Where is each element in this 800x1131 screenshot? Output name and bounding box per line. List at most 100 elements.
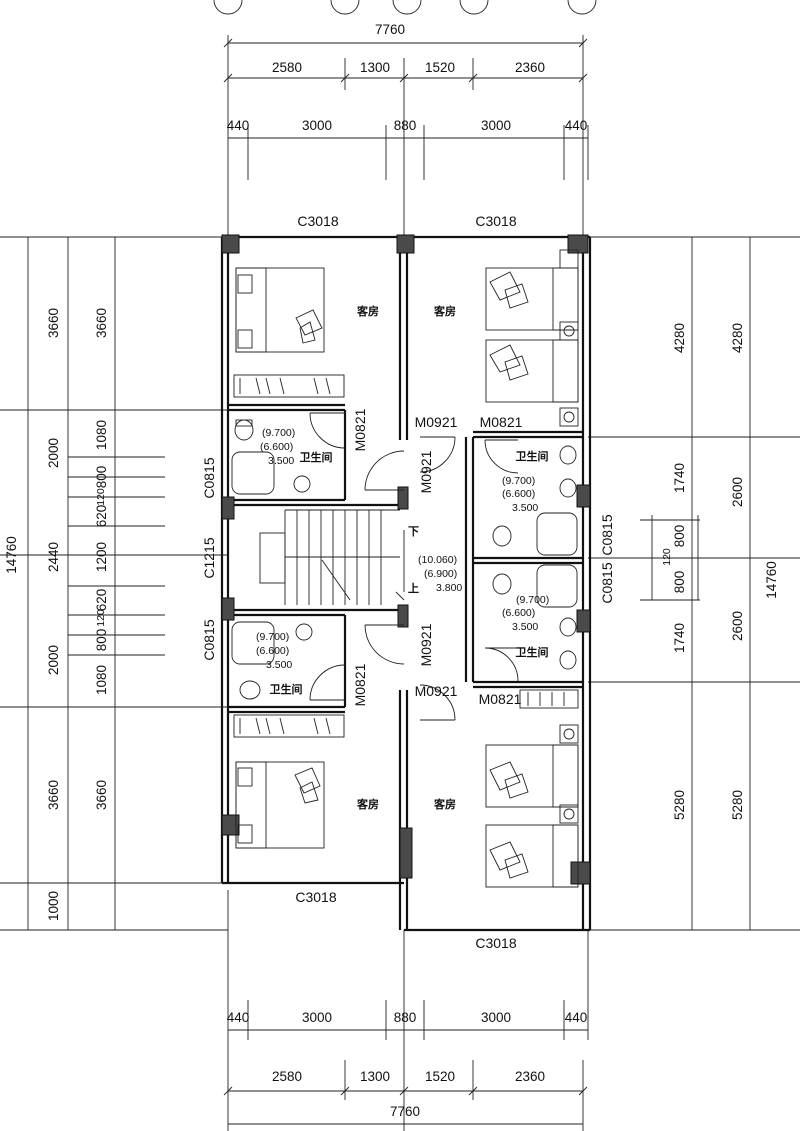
dim-right-inner-0: 4280 <box>672 323 687 353</box>
dim-right-inner-2: 120 <box>661 548 673 566</box>
dim-bottom-3000b: 3000 <box>481 1010 511 1025</box>
dim-top-3000a: 3000 <box>302 118 332 133</box>
window-top-right: C3018 <box>475 213 516 229</box>
dim-right-inner-3: 800 <box>672 525 687 548</box>
window-left-upper: C0815 <box>201 457 217 498</box>
dim-left-outer-4: 3660 <box>46 780 61 810</box>
door-m0921-d: M0921 <box>415 683 458 699</box>
level-stair-0: (10.060) <box>418 554 457 566</box>
structural-columns <box>221 234 591 885</box>
dim-top-3000b: 3000 <box>481 118 511 133</box>
dim-left-outer-0: 3660 <box>46 308 61 338</box>
dim-left-inner-0: 3660 <box>94 308 109 338</box>
top-dimensions: 7760 2580 1300 1520 2360 440 3000 880 30… <box>227 22 588 133</box>
dim-top-2360: 2360 <box>515 60 545 75</box>
door-m0821-c: M0821 <box>352 663 368 706</box>
dim-top-1300: 1300 <box>360 60 390 75</box>
level-stair-2: 3.800 <box>436 582 462 594</box>
dim-left-outer-1: 2000 <box>46 438 61 468</box>
door-m0921-a: M0921 <box>415 414 458 430</box>
level-ll-1: (6.600) <box>256 645 289 657</box>
level-lr-2: 3.500 <box>512 621 538 633</box>
dim-right-outer-3: 5280 <box>730 790 745 820</box>
bottom-dimensions: 440 3000 880 3000 440 2580 1300 1520 236… <box>227 1010 588 1119</box>
right-dimensions: 4280 1740 120 800 800 1740 5280 4280 260… <box>661 323 779 820</box>
dim-top-2580: 2580 <box>272 60 302 75</box>
stair <box>259 509 405 605</box>
furniture <box>231 249 579 888</box>
door-m0921-b: M0921 <box>418 450 434 493</box>
dim-top-880: 880 <box>394 118 417 133</box>
dim-left-inner-2: 800 <box>94 466 109 489</box>
level-ul-1: (6.600) <box>260 441 293 453</box>
room-guest-lower-left: 客房 <box>356 797 379 811</box>
dim-bottom-1300: 1300 <box>360 1069 390 1084</box>
dim-left-inner-10: 3660 <box>94 780 109 810</box>
level-ur-0: (9.700) <box>502 475 535 487</box>
room-bath-lower-right: 卫生间 <box>516 645 549 659</box>
dim-right-outer-2: 2600 <box>730 611 745 641</box>
level-lr-1: (6.600) <box>502 607 535 619</box>
door-m0821-b: M0821 <box>480 414 523 430</box>
room-guest-lower-right: 客房 <box>433 797 456 811</box>
level-lr-0: (9.700) <box>516 594 549 606</box>
dim-bottom-total: 7760 <box>390 1104 420 1119</box>
door-m0921-c: M0921 <box>418 623 434 666</box>
dim-right-inner-5: 1740 <box>672 623 687 653</box>
dim-left-inner-6: 620 <box>94 589 109 612</box>
walls <box>220 235 592 932</box>
dim-left-inner-3: 120 <box>95 488 107 506</box>
room-guest-upper-left: 客房 <box>356 304 379 318</box>
dim-bottom-1520: 1520 <box>425 1069 455 1084</box>
stair-down: 下 <box>408 525 419 538</box>
window-right-upper: C0815 <box>599 514 615 555</box>
dim-left-inner-7: 120 <box>95 609 107 627</box>
level-ul-0: (9.700) <box>262 427 295 439</box>
dim-right-inner-1: 1740 <box>672 463 687 493</box>
level-ll-2: 3.500 <box>266 659 292 671</box>
level-stair-1: (6.900) <box>424 568 457 580</box>
window-bottom-left: C3018 <box>295 889 336 905</box>
dim-right-outer-0: 4280 <box>730 323 745 353</box>
window-top-left: C3018 <box>297 213 338 229</box>
room-bath-upper-right: 卫生间 <box>516 449 549 463</box>
dim-left-outer-5: 1000 <box>46 891 61 921</box>
dim-bottom-440a: 440 <box>227 1010 250 1025</box>
window-bottom-right: C3018 <box>475 935 516 951</box>
dim-left-outer-2: 2440 <box>46 542 61 572</box>
dim-left-total: 14760 <box>4 536 19 574</box>
level-ur-2: 3.500 <box>512 502 538 514</box>
left-dimensions: 14760 3660 2000 2440 2000 3660 1000 3660… <box>4 308 109 921</box>
room-bath-lower-left: 卫生间 <box>270 682 303 696</box>
dim-left-inner-9: 1080 <box>94 665 109 695</box>
dim-bottom-2360: 2360 <box>515 1069 545 1084</box>
dim-right-inner-6: 5280 <box>672 790 687 820</box>
dim-bottom-3000a: 3000 <box>302 1010 332 1025</box>
dim-top-1520: 1520 <box>425 60 455 75</box>
dim-left-inner-5: 1200 <box>94 542 109 572</box>
dim-left-inner-8: 800 <box>94 629 109 652</box>
dim-top-440b: 440 <box>565 118 588 133</box>
dim-right-total: 14760 <box>764 561 779 599</box>
room-labels: 客房 客房 客房 客房 卫生间 卫生间 卫生间 卫生间 <box>270 304 549 811</box>
dim-top-440a: 440 <box>227 118 250 133</box>
window-labels: C3018 C3018 C3018 C3018 C0815 C1215 C081… <box>201 213 615 951</box>
window-left-lower: C0815 <box>201 619 217 660</box>
dim-left-outer-3: 2000 <box>46 645 61 675</box>
dim-right-inner-4: 800 <box>672 571 687 594</box>
room-guest-upper-right: 客房 <box>433 304 456 318</box>
dim-bottom-880: 880 <box>394 1010 417 1025</box>
dim-right-outer-1: 2600 <box>730 477 745 507</box>
level-ul-2: 3.500 <box>268 455 294 467</box>
door-swings <box>309 412 519 721</box>
dim-left-inner-1: 1080 <box>94 420 109 450</box>
door-m0821-d: M0821 <box>479 691 522 707</box>
dim-bottom-2580: 2580 <box>272 1069 302 1084</box>
door-m0821-a: M0821 <box>352 408 368 451</box>
level-ll-0: (9.700) <box>256 631 289 643</box>
dim-bottom-440b: 440 <box>565 1010 588 1025</box>
window-left-mid: C1215 <box>201 537 217 578</box>
level-marks: (9.700) (6.600) 3.500 (9.700) (6.600) 3.… <box>256 427 549 671</box>
